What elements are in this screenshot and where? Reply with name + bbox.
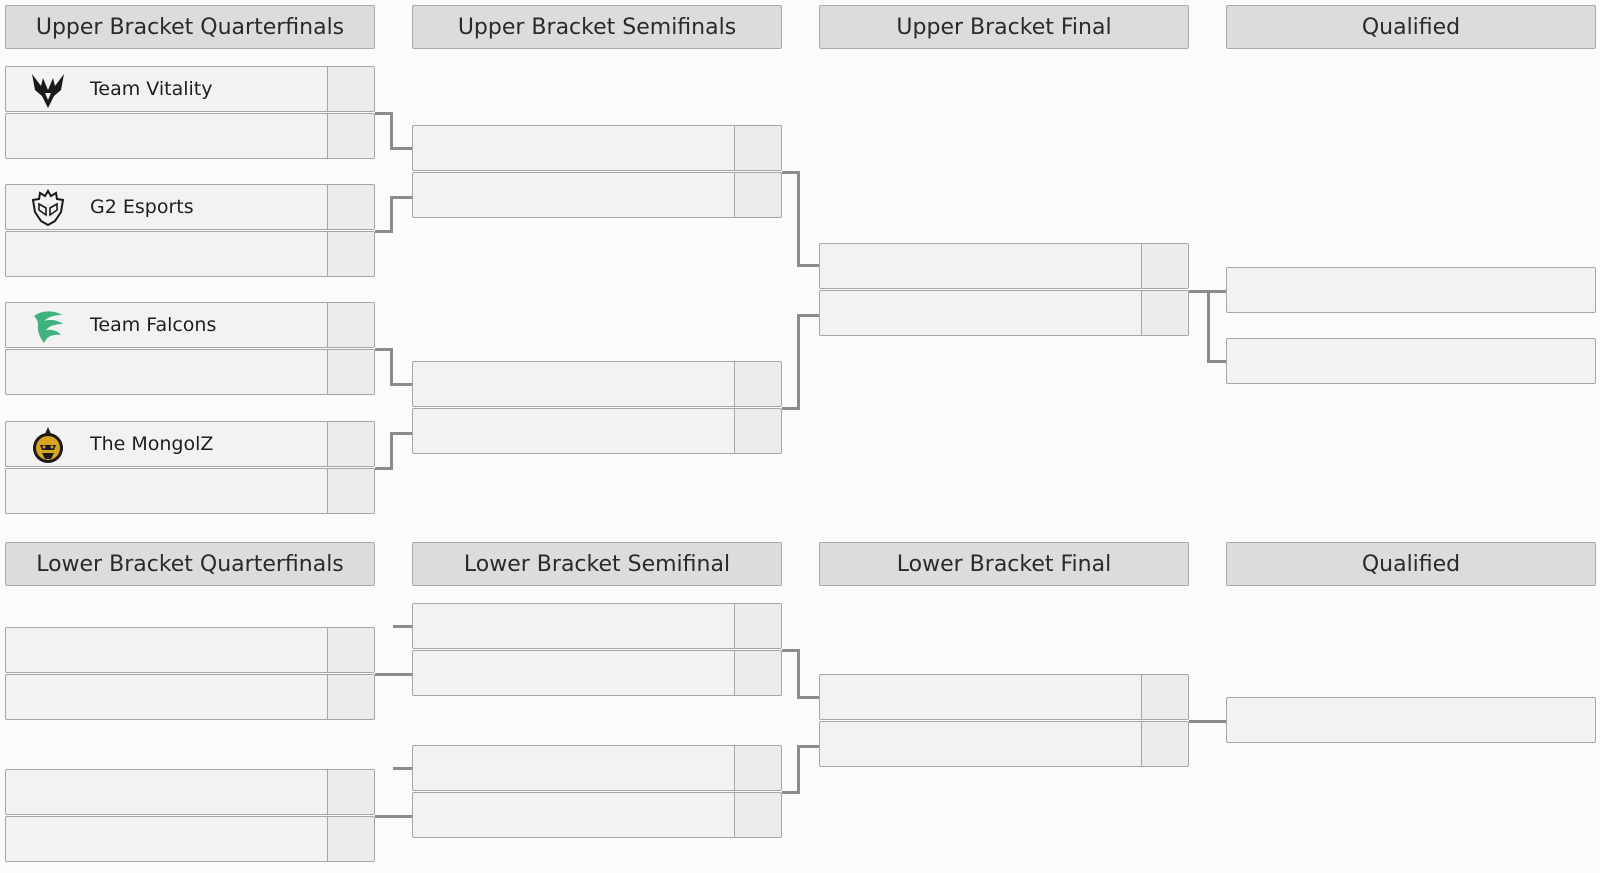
lower-final-slot-bottom[interactable]	[819, 721, 1189, 767]
bracket-connector	[1207, 360, 1226, 363]
bracket-connector	[390, 112, 393, 150]
lower-qf1-slot-top[interactable]	[5, 627, 375, 673]
score-cell	[327, 422, 374, 466]
team-name: The MongolZ	[90, 433, 214, 455]
upper-qf3-empty-slot[interactable]	[5, 349, 375, 395]
lower-sf2-slot-bottom[interactable]	[412, 792, 782, 838]
lower-sf2-slot-top[interactable]	[412, 745, 782, 791]
score-cell	[1141, 244, 1188, 288]
upper-qf1-empty-slot[interactable]	[5, 113, 375, 159]
bracket-connector	[782, 171, 800, 174]
bracket-connector	[1207, 290, 1210, 363]
score-cell	[327, 770, 374, 814]
team-name: Team Falcons	[90, 314, 217, 336]
lower-qf1-slot-bottom[interactable]	[5, 674, 375, 720]
team-falcons-logo	[28, 306, 68, 346]
lower-sf1-slot-top[interactable]	[412, 603, 782, 649]
bracket-connector	[390, 432, 393, 470]
upper-qf4-empty-slot[interactable]	[5, 468, 375, 514]
bracket-connector	[797, 696, 819, 699]
bracket-connector	[782, 791, 800, 794]
upper-sf2-slot-bottom[interactable]	[412, 408, 782, 454]
bracket-connector	[797, 171, 800, 267]
the-mongolz-logo	[28, 425, 68, 465]
bracket-connector	[797, 314, 819, 317]
bracket-connector	[390, 196, 393, 233]
bracket-connector	[390, 383, 412, 386]
upper-final-slot-top[interactable]	[819, 243, 1189, 289]
upper-qf3-team-slot[interactable]: Team Falcons	[5, 302, 375, 348]
upper-qualified-slot-2[interactable]	[1226, 338, 1596, 384]
lower-qf2-slot-top[interactable]	[5, 769, 375, 815]
bracket-connector	[797, 649, 800, 699]
lower-sf1-slot-bottom[interactable]	[412, 650, 782, 696]
header-lower-final: Lower Bracket Final	[819, 542, 1189, 586]
bracket-connector	[782, 649, 800, 652]
bracket-connector	[797, 314, 800, 410]
bracket-connector	[390, 432, 412, 435]
bracket-connector	[375, 348, 392, 351]
score-cell	[327, 469, 374, 513]
upper-qualified-slot-1[interactable]	[1226, 267, 1596, 313]
upper-sf1-slot-bottom[interactable]	[412, 172, 782, 218]
upper-qf1-team-slot[interactable]: Team Vitality	[5, 66, 375, 112]
score-cell	[327, 232, 374, 276]
lower-qf2-slot-bottom[interactable]	[5, 816, 375, 862]
bracket-connector	[390, 348, 393, 386]
score-cell	[734, 746, 781, 790]
bracket-connector	[375, 112, 392, 115]
header-upper-semifinals: Upper Bracket Semifinals	[412, 5, 782, 49]
score-cell	[734, 173, 781, 217]
upper-qf2-team-slot[interactable]: G2 Esports	[5, 184, 375, 230]
upper-final-slot-bottom[interactable]	[819, 290, 1189, 336]
score-cell	[734, 409, 781, 453]
team-vitality-logo	[28, 70, 68, 110]
bracket-connector	[797, 264, 819, 267]
score-cell	[734, 793, 781, 837]
bracket-connector	[393, 625, 412, 628]
g2-esports-logo	[28, 188, 68, 228]
score-cell	[734, 126, 781, 170]
upper-qf4-team-slot[interactable]: The MongolZ	[5, 421, 375, 467]
lower-qualified-slot[interactable]	[1226, 697, 1596, 743]
header-lower-semifinal: Lower Bracket Semifinal	[412, 542, 782, 586]
score-cell	[734, 651, 781, 695]
score-cell	[1141, 675, 1188, 719]
bracket-connector	[390, 196, 412, 199]
score-cell	[327, 185, 374, 229]
score-cell	[327, 303, 374, 347]
score-cell	[327, 675, 374, 719]
upper-sf1-slot-top[interactable]	[412, 125, 782, 171]
bracket-connector	[375, 467, 392, 470]
score-cell	[327, 67, 374, 111]
score-cell	[1141, 722, 1188, 766]
bracket-connector	[375, 815, 412, 818]
header-upper-quarterfinals: Upper Bracket Quarterfinals	[5, 5, 375, 49]
header-lower-qualified: Qualified	[1226, 542, 1596, 586]
bracket-connector	[375, 673, 412, 676]
header-upper-final: Upper Bracket Final	[819, 5, 1189, 49]
score-cell	[327, 817, 374, 861]
score-cell	[734, 362, 781, 406]
bracket-connector	[797, 745, 819, 748]
score-cell	[1141, 291, 1188, 335]
bracket-connector	[375, 230, 392, 233]
bracket-connector	[1189, 720, 1226, 723]
score-cell	[734, 604, 781, 648]
header-upper-qualified: Qualified	[1226, 5, 1596, 49]
team-name: G2 Esports	[90, 196, 194, 218]
score-cell	[327, 114, 374, 158]
lower-final-slot-top[interactable]	[819, 674, 1189, 720]
bracket-connector	[390, 147, 412, 150]
score-cell	[327, 628, 374, 672]
upper-qf2-empty-slot[interactable]	[5, 231, 375, 277]
header-lower-quarterfinals: Lower Bracket Quarterfinals	[5, 542, 375, 586]
bracket-connector	[782, 407, 800, 410]
score-cell	[327, 350, 374, 394]
team-name: Team Vitality	[90, 78, 213, 100]
bracket-connector	[393, 767, 412, 770]
bracket-connector	[797, 745, 800, 794]
upper-sf2-slot-top[interactable]	[412, 361, 782, 407]
